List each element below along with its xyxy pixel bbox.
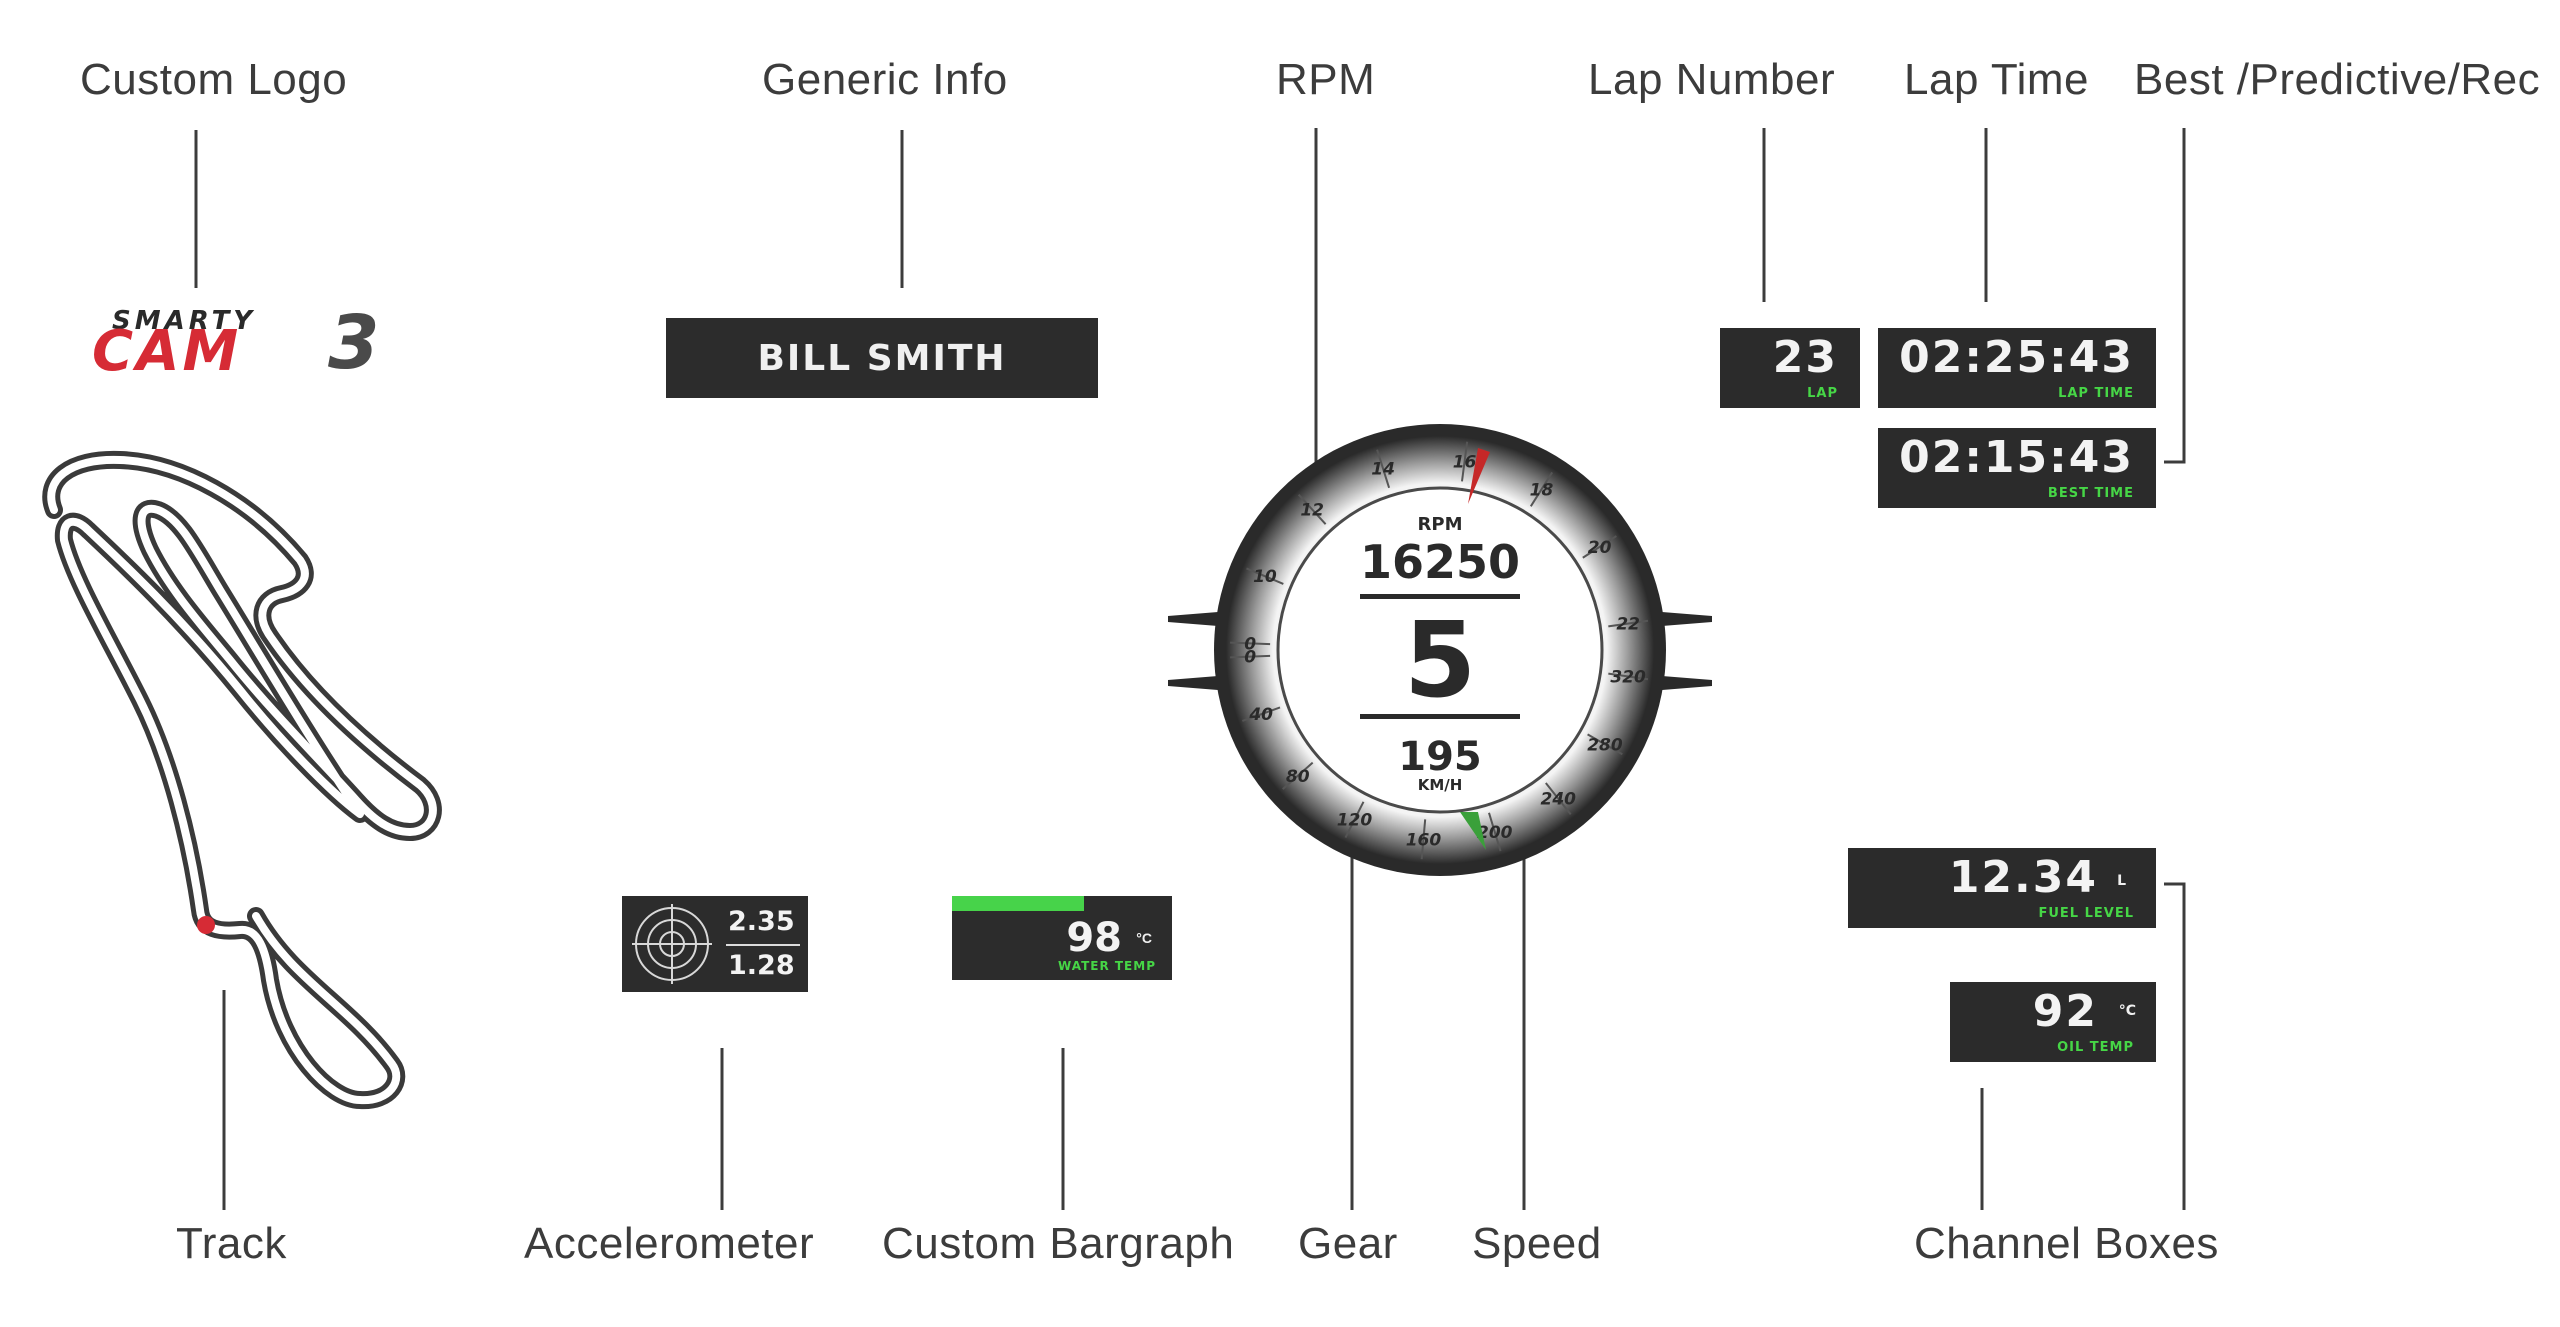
speed-tick-label: 200 (1477, 823, 1513, 843)
accelerometer-value-1: 2.35 (728, 906, 795, 937)
rpm-scale: 0 10 12 14 16 18 20 22 (1230, 441, 1649, 668)
speed-tick-mark (1488, 812, 1502, 852)
speed-tick-mark (1608, 672, 1649, 681)
gauge-face (1276, 486, 1604, 814)
rpm-tick-mark (1608, 619, 1649, 628)
speed-tick-label: 40 (1248, 705, 1273, 725)
speed-tick-mark (1344, 801, 1365, 838)
fuel-level-label: FUEL LEVEL (2038, 906, 2134, 921)
fuel-level-value: 12.34 (1948, 852, 2098, 903)
rpm-tick-mark (1297, 493, 1327, 525)
oil-temp-unit: °C (2118, 1003, 2136, 1019)
callout-gear: Gear (1298, 1219, 1398, 1268)
speed-tick-mark (1587, 733, 1623, 756)
rpm-tick-label: 14 (1371, 460, 1395, 480)
callout-track: Track (176, 1219, 287, 1268)
water-temp-bar-fill (952, 896, 1084, 911)
lap-number-box: 23 LAP (1720, 328, 1860, 408)
speed-tick-label: 280 (1587, 735, 1623, 755)
callout-rpm: RPM (1276, 55, 1376, 104)
speed-tick-label: 320 (1610, 667, 1646, 687)
speed-tick-mark (1230, 641, 1271, 646)
rpm-label: RPM (1418, 514, 1463, 535)
water-temp-bar-track (952, 896, 1172, 911)
speed-needle (1460, 812, 1486, 850)
gauge-left-wing-lower (1168, 676, 1218, 690)
rpm-tick-label: 0 (1244, 648, 1256, 668)
gauge-right-wing-upper (1662, 612, 1712, 626)
track-map (42, 450, 442, 1110)
logo-text-cam: CAM (92, 319, 242, 384)
callout-custom-logo: Custom Logo (80, 55, 348, 104)
callout-generic-info: Generic Info (762, 55, 1008, 104)
rpm-tick-label: 20 (1588, 538, 1612, 558)
accelerometer-crosshair-icon (632, 904, 712, 984)
rpm-tick-mark (1376, 449, 1391, 489)
lap-number-value: 23 (1772, 332, 1838, 383)
logo-digit: 3 (328, 300, 380, 386)
rpm-tick-label: 12 (1300, 500, 1324, 520)
gauge-right-wing-lower (1662, 676, 1712, 690)
callout-best-predictive: Best /Predictive/Rec (2134, 55, 2541, 104)
logo-text-smarty: SMARTY (112, 306, 257, 336)
speed-unit: KM/H (1418, 776, 1463, 794)
gear-value: 5 (1404, 599, 1476, 721)
speed-tick-mark (1545, 782, 1572, 815)
lap-time-value: 02:25:43 (1899, 332, 2134, 383)
oil-temp-box: 92 °C OIL TEMP (1950, 982, 2156, 1062)
fuel-level-unit: L (2117, 873, 2126, 889)
gauge-left-wing-upper (1168, 612, 1218, 626)
generic-info-box: BILL SMITH (666, 318, 1098, 398)
oil-temp-label: OIL TEMP (2057, 1040, 2134, 1055)
fuel-level-box: 12.34 L FUEL LEVEL (1848, 848, 2156, 928)
water-temp-label: WATER TEMP (1058, 959, 1156, 973)
speed-tick-label: 0 (1244, 634, 1256, 654)
accelerometer-value-2: 1.28 (728, 950, 795, 981)
rpm-tick-label: 18 (1530, 480, 1554, 500)
speed-tick-mark (1420, 819, 1427, 860)
callout-lap-time: Lap Time (1904, 55, 2089, 104)
speed-tick-label: 120 (1337, 811, 1373, 831)
best-time-label: BEST TIME (2047, 486, 2134, 501)
rpm-tick-mark (1230, 654, 1271, 659)
lap-time-label: LAP TIME (2058, 386, 2134, 401)
oil-temp-value: 92 (2032, 986, 2098, 1037)
rpm-tick-mark (1246, 567, 1284, 585)
best-time-box: 02:15:43 BEST TIME (1878, 428, 2156, 508)
speed-value: 195 (1398, 734, 1482, 780)
rpm-tick-mark (1529, 471, 1554, 507)
accelerometer-divider (726, 944, 800, 946)
speed-tick-mark (1282, 761, 1314, 790)
rpm-tick-label: 22 (1616, 615, 1640, 635)
rpm-needle (1468, 448, 1490, 504)
accelerometer-box: 2.35 1.28 (622, 896, 808, 992)
callout-speed: Speed (1472, 1219, 1602, 1268)
rpm-tick-mark (1582, 535, 1617, 559)
speed-tick-label: 160 (1406, 830, 1442, 850)
track-position-marker (197, 916, 215, 934)
custom-logo: SMARTY CAM 3 (92, 300, 428, 386)
lap-number-label: LAP (1807, 386, 1838, 401)
speed-tick-label: 80 (1286, 767, 1310, 787)
callout-custom-bargraph: Custom Bargraph (882, 1219, 1235, 1268)
gauge-divider-lower (1360, 714, 1520, 719)
callout-accelerometer: Accelerometer (524, 1219, 815, 1268)
rpm-tick-mark (1460, 441, 1469, 482)
gauge-divider-upper (1360, 594, 1520, 599)
rpm-value: 16250 (1360, 535, 1520, 589)
best-time-value: 02:15:43 (1899, 432, 2134, 483)
speed-scale: 0 40 80 120 160 200 240 280 320 (1230, 634, 1649, 860)
callout-lap-number: Lap Number (1588, 55, 1836, 104)
lap-time-box: 02:25:43 LAP TIME (1878, 328, 2156, 408)
speed-tick-label: 240 (1541, 790, 1577, 810)
speed-tick-mark (1242, 706, 1281, 722)
water-temp-value: 98 (1066, 915, 1122, 961)
callout-channel-boxes: Channel Boxes (1914, 1219, 2219, 1268)
water-temp-box: 98 °C WATER TEMP (952, 896, 1172, 980)
rpm-tick-label: 10 (1253, 567, 1277, 587)
rpm-tick-label: 16 (1453, 453, 1477, 473)
water-temp-unit: °C (1136, 930, 1152, 946)
